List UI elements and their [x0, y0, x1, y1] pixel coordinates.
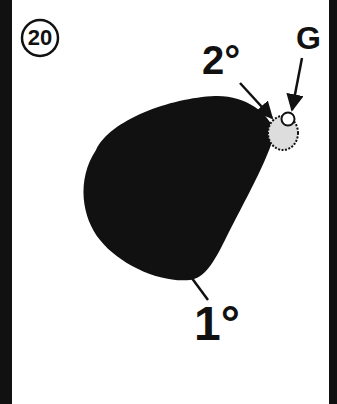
callout-circle: 20	[20, 18, 60, 58]
leader-line	[180, 262, 208, 300]
primary-mass	[84, 96, 275, 280]
part-label: 1°	[194, 300, 240, 348]
leader-line	[240, 83, 272, 118]
part-label: 2°	[202, 40, 240, 80]
part-letter: G	[296, 22, 321, 54]
leader-line	[292, 58, 302, 110]
frame-edge	[0, 0, 12, 404]
frame-edge	[329, 0, 337, 404]
g-body	[282, 113, 295, 126]
figure-number: 20	[28, 27, 52, 49]
